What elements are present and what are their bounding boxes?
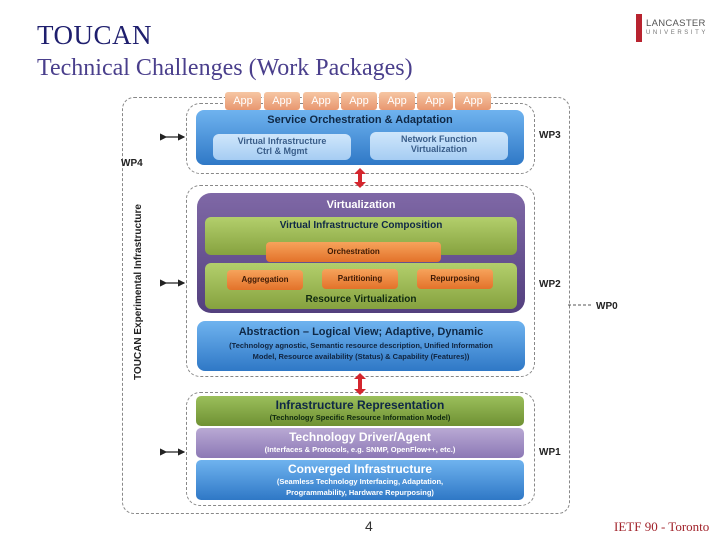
logo-crest-icon — [636, 14, 642, 42]
page-number: 4 — [365, 518, 373, 534]
abstraction-line1: (Technology agnostic, Semantic resource … — [229, 341, 493, 350]
wp2-label: WP2 — [539, 279, 561, 290]
repurposing-box: Repurposing — [417, 269, 493, 289]
virtual-infra-ctrl-box: Virtual Infrastructure Ctrl & Mgmt — [213, 134, 351, 160]
abstraction-box: Abstraction – Logical View; Adaptive, Dy… — [197, 321, 525, 371]
footer-text: IETF 90 - Toronto — [614, 519, 710, 534]
technology-driver-title: Technology Driver/Agent — [289, 430, 431, 444]
red-arrow-lower — [354, 373, 366, 395]
abstraction-title: Abstraction – Logical View; Adaptive, Dy… — [238, 326, 484, 338]
wp4-label: WP4 — [121, 158, 143, 169]
app-box: App — [341, 92, 377, 110]
technology-driver-box: Technology Driver/Agent (Interfaces & Pr… — [196, 428, 524, 458]
wp1-label: WP1 — [539, 447, 561, 458]
app-box: App — [303, 92, 339, 110]
virtual-infra-ctrl-line1: Virtual Infrastructure — [237, 136, 327, 146]
service-orchestration-title: Service Orchestration & Adaptation — [267, 114, 453, 126]
abstraction-line2: Model, Resource availability (Status) & … — [252, 352, 470, 361]
composition-title: Virtual Infrastructure Composition — [279, 220, 443, 231]
nfv-line2: Virtualization — [410, 144, 468, 154]
lancaster-logo: LANCASTER UNIVERSITY — [636, 14, 716, 42]
nfv-line1: Network Function — [401, 134, 477, 144]
partitioning-box: Partitioning — [322, 269, 398, 289]
red-arrow-upper — [354, 168, 366, 188]
orchestration-box: Orchestration — [266, 242, 441, 262]
infrastructure-representation-title: Infrastructure Representation — [275, 398, 445, 412]
resource-virtualization-box: Aggregation Partitioning Repurposing Res… — [205, 263, 517, 309]
slide-title: TOUCAN — [37, 20, 153, 50]
network-function-virtualization-box: Network Function Virtualization — [370, 132, 508, 160]
converged-line1: (Seamless Technology Interfacing, Adapta… — [276, 477, 444, 486]
app-box: App — [225, 92, 261, 110]
app-box: App — [417, 92, 453, 110]
wp3-label: WP3 — [539, 130, 561, 141]
aggregation-box: Aggregation — [227, 270, 303, 290]
app-box: App — [379, 92, 415, 110]
virtualization-title: Virtualization — [326, 199, 396, 211]
wp0-label: WP0 — [596, 301, 618, 312]
virtual-infra-ctrl-line2: Ctrl & Mgmt — [256, 146, 308, 156]
service-orchestration-box: Service Orchestration & Adaptation Virtu… — [196, 110, 524, 165]
technology-driver-sub: (Interfaces & Protocols, e.g. SNMP, Open… — [264, 445, 456, 454]
app-box: App — [264, 92, 300, 110]
resource-virtualization-title: Resource Virtualization — [305, 294, 417, 305]
app-box: App — [455, 92, 491, 110]
logo-line1: LANCASTER — [646, 18, 706, 29]
infrastructure-representation-box: Infrastructure Representation (Technolog… — [196, 396, 524, 426]
slide-subtitle: Technical Challenges (Work Packages) — [37, 55, 413, 81]
converged-infrastructure-box: Converged Infrastructure (Seamless Techn… — [196, 460, 524, 500]
logo-line2: UNIVERSITY — [646, 30, 709, 36]
converged-infrastructure-title: Converged Infrastructure — [287, 462, 433, 476]
infrastructure-representation-sub: (Technology Specific Resource Informatio… — [269, 413, 451, 422]
converged-line2: Programmability, Hardware Repurposing) — [286, 488, 434, 497]
virtualization-box: Virtualization Virtual Infrastructure Co… — [197, 193, 525, 313]
